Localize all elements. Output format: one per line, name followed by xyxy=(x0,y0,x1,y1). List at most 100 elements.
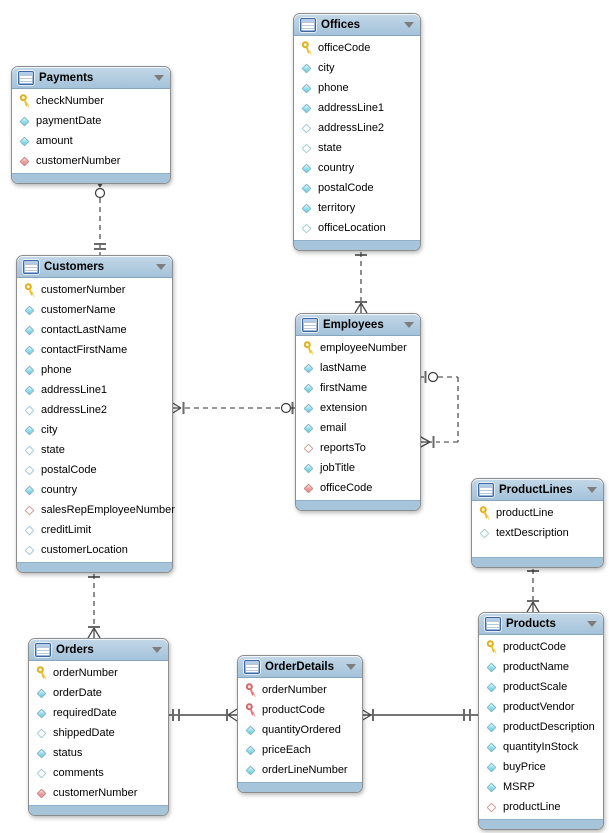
table-footer xyxy=(294,240,420,250)
relationship-offices-employees[interactable] xyxy=(354,243,368,314)
table-header[interactable]: OrderDetails xyxy=(238,656,362,678)
field-row-customerNumber[interactable]: customerNumber xyxy=(12,151,170,171)
field-row-paymentDate[interactable]: paymentDate xyxy=(12,111,170,131)
field-row-state[interactable]: state xyxy=(17,440,172,460)
column-diamond-icon xyxy=(23,523,36,537)
field-row-state[interactable]: state xyxy=(294,138,420,158)
field-row-productName[interactable]: productName xyxy=(479,657,603,677)
relationship-payments-customers[interactable] xyxy=(93,175,107,255)
field-row-phone[interactable]: phone xyxy=(17,360,172,380)
field-row-contactFirstName[interactable]: contactFirstName xyxy=(17,340,172,360)
table-header[interactable]: Orders xyxy=(29,639,168,661)
field-row-officeLocation[interactable]: officeLocation xyxy=(294,218,420,238)
relationship-orders-orderdetails[interactable] xyxy=(167,708,238,722)
field-row-comments[interactable]: comments xyxy=(29,763,168,783)
collapse-triangle-icon[interactable] xyxy=(587,486,597,493)
field-row-orderLineNumber[interactable]: orderLineNumber xyxy=(238,760,362,780)
collapse-triangle-icon[interactable] xyxy=(156,263,166,270)
field-row-contactLastName[interactable]: contactLastName xyxy=(17,320,172,340)
field-row-orderNumber[interactable]: orderNumber xyxy=(238,680,362,700)
field-row-city[interactable]: city xyxy=(294,58,420,78)
table-title: OrderDetails xyxy=(265,660,335,673)
field-row-salesRepEmployeeNumber[interactable]: salesRepEmployeeNumber xyxy=(17,500,175,520)
field-row-country[interactable]: country xyxy=(17,480,172,500)
column-diamond-icon xyxy=(300,81,313,95)
field-row-priceEach[interactable]: priceEach xyxy=(238,740,362,760)
table-header[interactable]: Products xyxy=(479,613,603,635)
table-header[interactable]: Offices xyxy=(294,14,420,36)
collapse-triangle-icon[interactable] xyxy=(404,321,414,328)
field-row-productLine[interactable]: productLine xyxy=(472,503,603,523)
field-row-MSRP[interactable]: MSRP xyxy=(479,777,603,797)
field-row-productLine[interactable]: productLine xyxy=(479,797,603,817)
field-row-buyPrice[interactable]: buyPrice xyxy=(479,757,603,777)
field-row-customerName[interactable]: customerName xyxy=(17,300,172,320)
field-row-city[interactable]: city xyxy=(17,420,172,440)
field-row-territory[interactable]: territory xyxy=(294,198,420,218)
collapse-triangle-icon[interactable] xyxy=(152,646,162,653)
field-row-productVendor[interactable]: productVendor xyxy=(479,697,603,717)
field-row-status[interactable]: status xyxy=(29,743,168,763)
table-header[interactable]: Employees xyxy=(296,314,420,336)
field-row-creditLimit[interactable]: creditLimit xyxy=(17,520,172,540)
field-row-requiredDate[interactable]: requiredDate xyxy=(29,703,168,723)
relationship-employees-self[interactable] xyxy=(418,371,459,449)
field-row-officeCode[interactable]: officeCode xyxy=(294,38,420,58)
collapse-triangle-icon[interactable] xyxy=(587,620,597,627)
field-row-officeCode[interactable]: officeCode xyxy=(296,478,420,498)
field-row-quantityOrdered[interactable]: quantityOrdered xyxy=(238,720,362,740)
field-row-amount[interactable]: amount xyxy=(12,131,170,151)
field-row-orderNumber[interactable]: orderNumber xyxy=(29,663,168,683)
field-row-productDescription[interactable]: productDescription xyxy=(479,717,603,737)
table-header[interactable]: Customers xyxy=(17,256,172,278)
field-row-employeeNumber[interactable]: employeeNumber xyxy=(296,338,420,358)
field-row-productCode[interactable]: productCode xyxy=(479,637,603,657)
field-name: productLine xyxy=(496,507,554,519)
field-row-quantityInStock[interactable]: quantityInStock xyxy=(479,737,603,757)
field-row-postalCode[interactable]: postalCode xyxy=(17,460,172,480)
field-row-productScale[interactable]: productScale xyxy=(479,677,603,697)
collapse-triangle-icon[interactable] xyxy=(346,663,356,670)
relationship-customers-orders[interactable] xyxy=(87,565,101,639)
collapse-triangle-icon[interactable] xyxy=(154,74,164,81)
relationship-customers-employees[interactable] xyxy=(170,401,295,415)
field-row-lastName[interactable]: lastName xyxy=(296,358,420,378)
field-row-phone[interactable]: phone xyxy=(294,78,420,98)
field-name: customerNumber xyxy=(36,155,121,167)
field-row-orderDate[interactable]: orderDate xyxy=(29,683,168,703)
field-row-customerNumber[interactable]: customerNumber xyxy=(17,280,172,300)
field-row-customerNumber[interactable]: customerNumber xyxy=(29,783,168,803)
field-row-shippedDate[interactable]: shippedDate xyxy=(29,723,168,743)
relationship-orderdetails-products[interactable] xyxy=(360,708,478,722)
field-row-postalCode[interactable]: postalCode xyxy=(294,178,420,198)
field-row-addressLine1[interactable]: addressLine1 xyxy=(294,98,420,118)
collapse-triangle-icon[interactable] xyxy=(404,21,414,28)
field-row-country[interactable]: country xyxy=(294,158,420,178)
field-row-reportsTo[interactable]: reportsTo xyxy=(296,438,420,458)
column-diamond-icon xyxy=(302,441,315,455)
field-row-firstName[interactable]: firstName xyxy=(296,378,420,398)
field-row-addressLine2[interactable]: addressLine2 xyxy=(294,118,420,138)
table-header[interactable]: Payments xyxy=(12,67,170,89)
table-title: Payments xyxy=(39,71,94,84)
field-row-addressLine1[interactable]: addressLine1 xyxy=(17,380,172,400)
field-row-productCode[interactable]: productCode xyxy=(238,700,362,720)
field-row-checkNumber[interactable]: checkNumber xyxy=(12,91,170,111)
table-header[interactable]: ProductLines xyxy=(472,479,603,501)
field-row-extension[interactable]: extension xyxy=(296,398,420,418)
table-productlines[interactable]: ProductLines productLine textDescription xyxy=(471,478,604,568)
field-row-customerLocation[interactable]: customerLocation xyxy=(17,540,172,560)
field-row-jobTitle[interactable]: jobTitle xyxy=(296,458,420,478)
field-row-email[interactable]: email xyxy=(296,418,420,438)
field-row-textDescription[interactable]: textDescription xyxy=(472,523,603,543)
field-row-addressLine2[interactable]: addressLine2 xyxy=(17,400,172,420)
